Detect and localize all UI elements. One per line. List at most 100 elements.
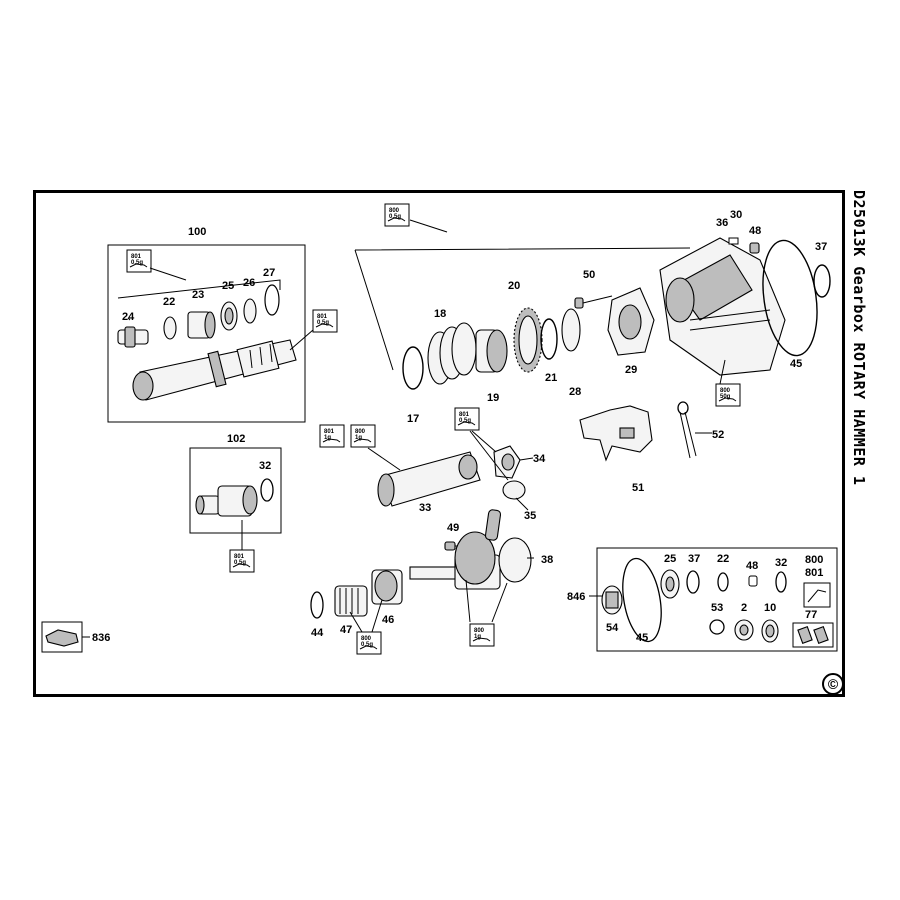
leader-lines <box>82 317 712 638</box>
svg-text:1g: 1g <box>355 435 362 441</box>
svg-text:0.5g: 0.5g <box>234 560 246 566</box>
lube-tag: 800 1g <box>350 424 376 448</box>
svg-text:801: 801 <box>234 554 245 560</box>
svg-text:1g: 1g <box>474 634 481 640</box>
label-25-kit: 25 <box>664 553 676 565</box>
label-47: 47 <box>340 624 352 636</box>
spare-kit-box <box>596 547 838 652</box>
part-22 <box>163 316 177 340</box>
label-23: 23 <box>192 289 204 301</box>
svg-text:801: 801 <box>317 314 328 320</box>
label-53-kit: 53 <box>711 602 723 614</box>
spindle-body <box>132 339 297 401</box>
assembly-102 <box>189 447 282 553</box>
part-77-kit <box>792 622 834 648</box>
label-33: 33 <box>419 502 431 514</box>
svg-text:801: 801 <box>459 412 470 418</box>
label-28: 28 <box>569 386 581 398</box>
part-52 <box>677 401 697 459</box>
lube-tag: 801 0.5g <box>229 549 255 573</box>
label-25: 25 <box>222 280 234 292</box>
part-53-kit <box>709 619 725 635</box>
lube-tag: 801 0.5g <box>312 309 338 333</box>
label-48-kit: 48 <box>746 560 758 572</box>
label-46: 46 <box>382 614 394 626</box>
part-47 <box>334 585 368 617</box>
part-54 <box>601 585 623 615</box>
label-19: 19 <box>487 392 499 404</box>
label-22-kit: 22 <box>717 553 729 565</box>
svg-text:0.5g: 0.5g <box>361 642 373 648</box>
part-800-801-tag <box>803 582 831 608</box>
part-44 <box>310 591 324 619</box>
part-836 <box>41 621 83 653</box>
label-102: 102 <box>227 433 245 445</box>
label-45: 45 <box>790 358 802 370</box>
label-35: 35 <box>524 510 536 522</box>
part-24 <box>117 326 149 348</box>
gear-housing <box>659 237 831 385</box>
part-30 <box>728 237 739 245</box>
label-18: 18 <box>434 308 446 320</box>
part-45-gasket <box>762 239 818 357</box>
label-20: 20 <box>508 280 520 292</box>
label-32: 32 <box>259 460 271 472</box>
label-52: 52 <box>712 429 724 441</box>
label-10-kit: 10 <box>764 602 776 614</box>
part-35 <box>502 480 526 500</box>
callout-labels: 100 24 22 23 25 26 27 102 32 836 17 18 1… <box>92 209 827 644</box>
part-26 <box>243 298 257 324</box>
gear-train <box>354 247 691 390</box>
label-836: 836 <box>92 632 110 644</box>
part-32-kit <box>775 571 787 593</box>
lube-tag: 800 1g <box>469 623 495 647</box>
label-29: 29 <box>625 364 637 376</box>
part-50 <box>574 295 613 309</box>
label-21: 21 <box>545 372 557 384</box>
label-54: 54 <box>606 622 619 634</box>
assembly-100-box <box>107 244 306 423</box>
spare-kit <box>589 547 838 652</box>
label-34: 34 <box>533 453 546 465</box>
svg-text:801: 801 <box>324 429 335 435</box>
part-51 <box>579 405 653 462</box>
part-25 <box>220 301 238 331</box>
assembly-100-bracket <box>117 279 281 299</box>
part-37-ring <box>813 264 831 298</box>
svg-text:800: 800 <box>474 628 485 634</box>
label-30: 30 <box>730 209 742 221</box>
svg-text:800: 800 <box>389 208 400 214</box>
label-37: 37 <box>815 241 827 253</box>
svg-text:1g: 1g <box>324 435 331 441</box>
label-51: 51 <box>632 482 644 494</box>
svg-text:0.5g: 0.5g <box>131 260 143 266</box>
lube-tag: 801 0.5g <box>454 407 480 431</box>
label-77-kit: 77 <box>805 609 817 621</box>
lube-tag: 800 0.5g <box>384 203 410 227</box>
label-17: 17 <box>407 413 419 425</box>
label-38: 38 <box>541 554 553 566</box>
lube-tag: 801 0.5g <box>126 249 152 273</box>
svg-text:50g: 50g <box>720 394 731 400</box>
label-49: 49 <box>447 522 459 534</box>
gear-train-bracket <box>354 247 691 371</box>
leader-800-50g <box>719 359 726 385</box>
label-26: 26 <box>243 277 255 289</box>
svg-text:800: 800 <box>355 429 366 435</box>
part-37-kit <box>686 570 700 594</box>
label-801-kit: 801 <box>805 567 823 579</box>
label-48: 48 <box>749 225 761 237</box>
assembly-102-box <box>189 447 282 534</box>
part-28 <box>561 308 581 352</box>
label-800-kit: 800 <box>805 554 823 566</box>
part-32-ring <box>260 478 274 502</box>
leader-spindle <box>289 329 314 351</box>
svg-text:800: 800 <box>720 388 731 394</box>
part-17 <box>402 346 424 390</box>
label-36: 36 <box>716 217 728 229</box>
lube-tag: 800 50g <box>715 383 741 407</box>
part-48-kit <box>748 575 758 587</box>
lube-tag: 800 0.5g <box>356 631 382 655</box>
part-20 <box>513 307 543 373</box>
label-2-kit: 2 <box>741 602 747 614</box>
